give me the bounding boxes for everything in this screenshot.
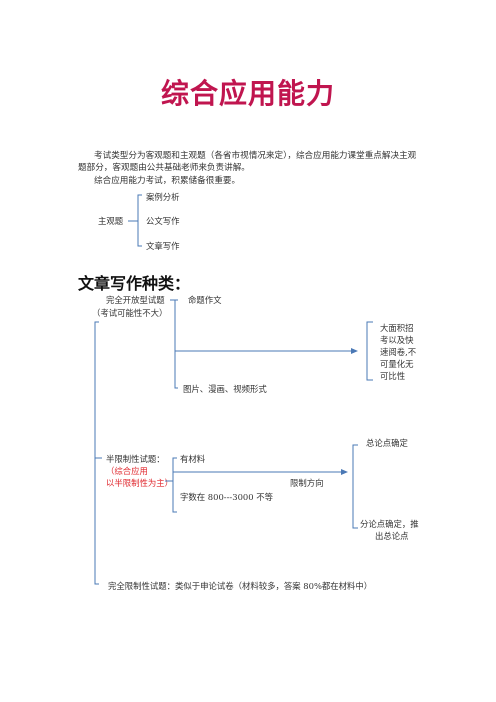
open-note-1: 大面积招 — [380, 323, 414, 333]
open-type-topic: 命题作文 — [188, 295, 222, 305]
full-type-label: 完全限制性试题：类似于申论试卷（材料较多，答案 80%都在材料中） — [108, 581, 373, 591]
open-type-sublabel: （考试可能性不大） — [92, 308, 168, 318]
brace-semi — [172, 457, 177, 513]
open-arrowhead — [351, 348, 358, 354]
subjective-label: 主观题 — [98, 216, 124, 226]
brace-subjective — [137, 194, 142, 247]
semi-out-main: 总论点确定 — [366, 438, 408, 448]
open-type-media: 图片、漫画、视频形式 — [183, 384, 267, 394]
semi-type-note-2: 以半限制性为主） — [106, 478, 173, 488]
brace-outcome — [352, 444, 358, 529]
open-note-5: 可比性 — [380, 371, 406, 381]
section-heading: 文章写作种类： — [78, 274, 191, 293]
open-type-label: 完全开放型试题 — [106, 295, 165, 305]
semi-arrowhead — [341, 469, 348, 475]
intro-line-3: 综合应用能力考试，积累储备很重要。 — [94, 176, 241, 186]
subjective-item-official: 公文写作 — [146, 216, 180, 226]
brace-open — [174, 299, 178, 389]
semi-type-label: 半限制性试题： — [106, 454, 165, 464]
semi-direction: 限制方向 — [290, 478, 324, 488]
semi-material: 有材料 — [180, 454, 206, 464]
bracket-main — [94, 321, 99, 585]
semi-wordcount: 字数在 800---3000 不等 — [180, 492, 273, 502]
brace-note — [366, 321, 373, 381]
semi-type-note-1: （综合应用 — [106, 466, 148, 476]
subjective-item-case: 案例分析 — [146, 192, 180, 202]
intro-line-2: 题部分，客观题由公共基础老师来负责讲解。 — [78, 163, 250, 173]
open-note-2: 考以及快 — [380, 335, 414, 345]
open-note-3: 速阅卷,不 — [380, 347, 417, 357]
page-title: 综合应用能力 — [160, 77, 335, 110]
intro-line-1: 考试类型分为客观题和主观题（各省市视情况来定），综合应用能力课堂重点解决主观 — [94, 151, 417, 161]
subjective-item-essay: 文章写作 — [146, 241, 180, 251]
semi-out-sub-2: 出总论点 — [375, 531, 409, 541]
semi-out-sub-1: 分论点确定，推 — [360, 519, 419, 529]
open-note-4: 可量化无 — [380, 359, 414, 369]
